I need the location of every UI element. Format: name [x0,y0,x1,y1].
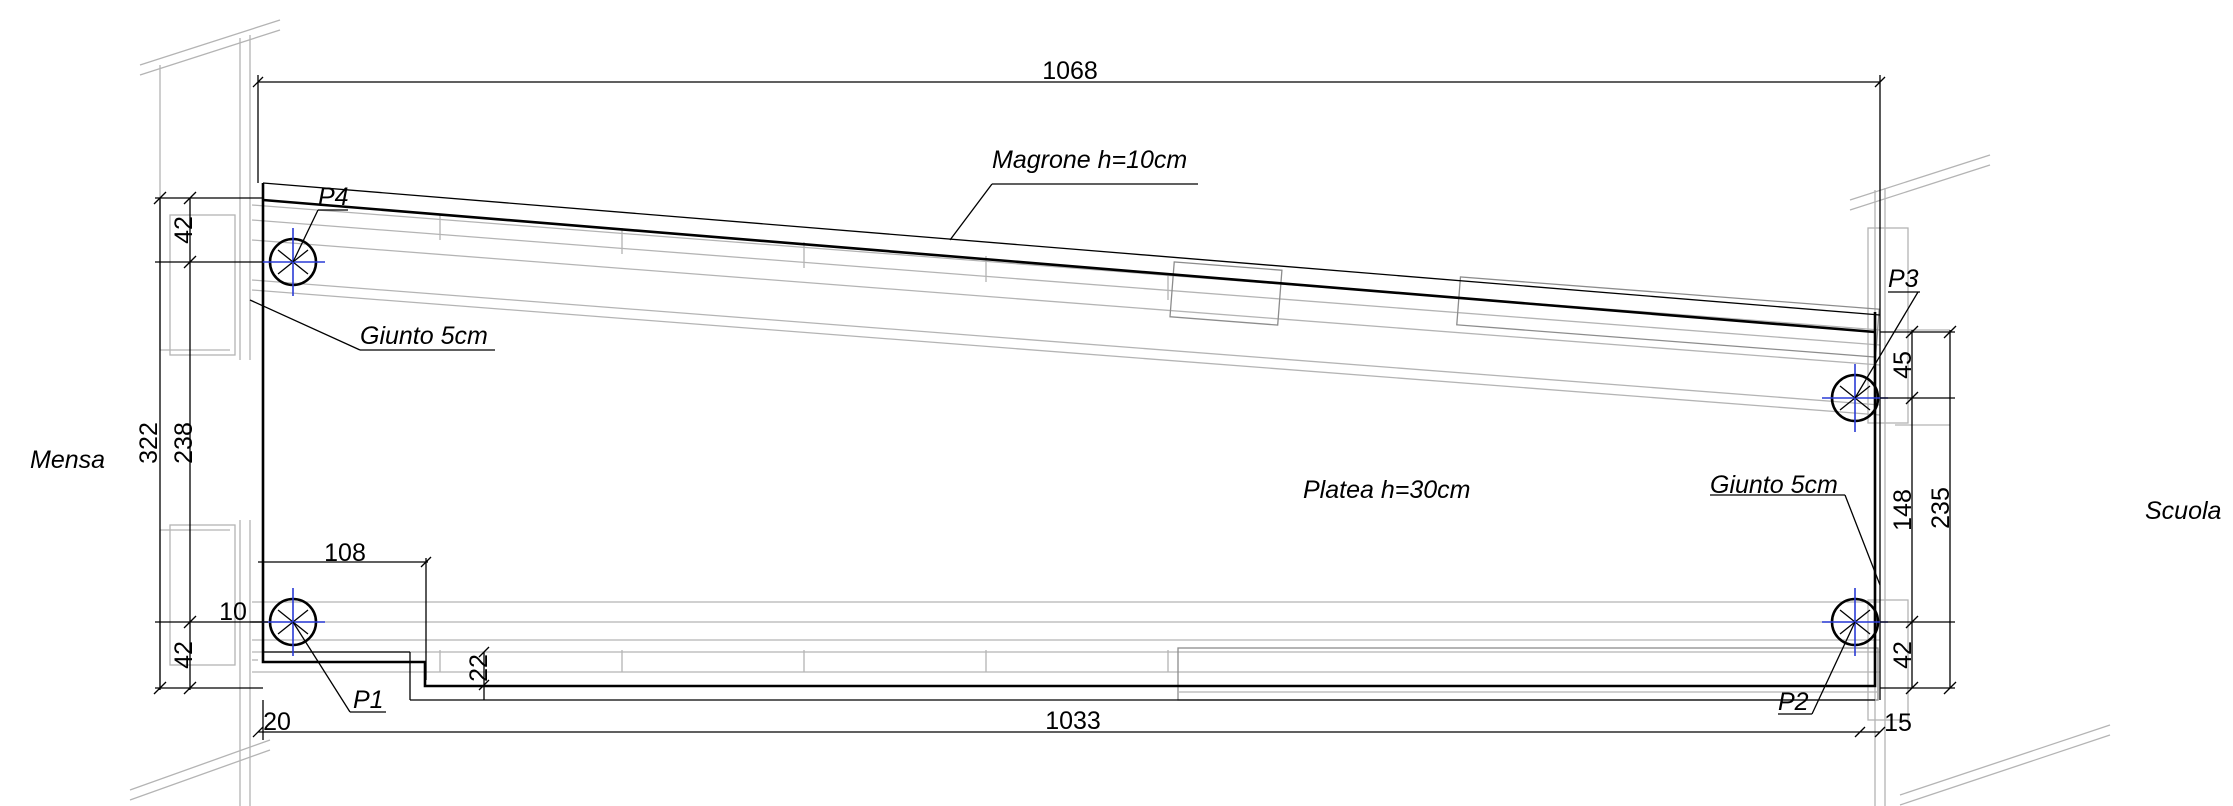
dim-step-height: 22 [465,654,493,682]
dim-bottom-right: 15 [1884,709,1912,737]
slab-outline [261,182,1881,701]
dim-bottom-width: 1033 [1045,707,1101,735]
leader-lines [249,183,1920,715]
scuola-building-outline [1849,154,2111,806]
label-platea: Platea h=30cm [1303,476,1470,504]
label-scuola: Scuola [2145,497,2222,525]
dim-left-bottom: 42 [170,641,198,669]
label-pile-p3: P3 [1888,265,1919,293]
label-pile-p4: P4 [318,183,349,211]
dim-right-total: 235 [1927,487,1955,529]
label-pile-p1: P1 [353,686,384,714]
dim-bottom-left: 20 [263,708,291,736]
label-pile-p2: P2 [1778,688,1809,716]
top-beam-outline [251,204,1881,416]
label-magrone: Magrone h=10cm [992,146,1187,174]
label-mensa: Mensa [30,446,105,474]
dim-right-top: 45 [1889,351,1917,379]
dim-right-mid: 148 [1889,489,1917,531]
label-giunto-right: Giunto 5cm [1710,471,1838,499]
bottom-beam-outline [252,601,1880,701]
dimension-lines [153,75,1957,740]
dim-top-width: 1068 [1042,57,1098,85]
dim-right-bottom: 42 [1889,641,1917,669]
dim-left-mid: 238 [170,422,198,464]
dim-p1-offset: 108 [324,539,366,567]
dim-left-total: 322 [135,422,163,464]
label-giunto-left: Giunto 5cm [360,322,488,350]
dim-left-edge: 10 [219,598,247,626]
dim-left-top: 42 [170,216,198,244]
